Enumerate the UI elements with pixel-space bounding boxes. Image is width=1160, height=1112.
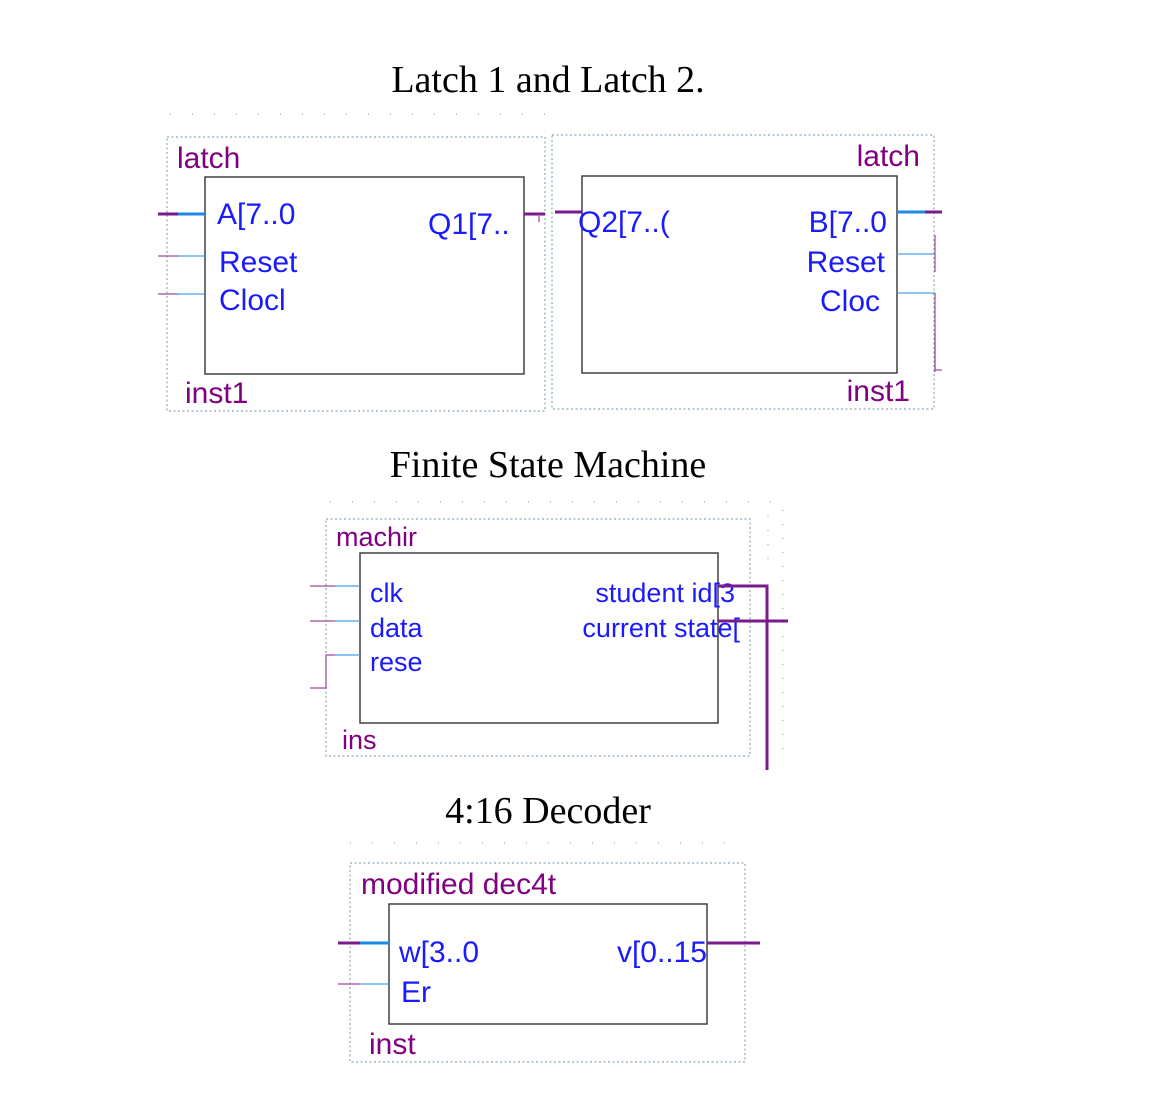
fsm-student-id-bus xyxy=(718,584,769,770)
latch1-frame xyxy=(166,136,546,412)
caption-fsm: Finite State Machine xyxy=(390,444,707,486)
latch2-port-reset: Reset xyxy=(807,246,886,279)
latch1-port-reset: Reset xyxy=(219,246,298,279)
latch2-type-label: latch xyxy=(857,140,920,173)
latch2-port-clock: Cloc xyxy=(820,285,880,318)
latch1-port-clock: Clocl xyxy=(219,284,286,317)
latch2-body xyxy=(581,175,898,374)
fsm-symbol[interactable]: machir clk data rese student id[3 curren… xyxy=(310,518,788,770)
decoder-instance-label: inst xyxy=(369,1028,416,1061)
fsm-port-data: data xyxy=(370,613,424,643)
latch1-type-label: latch xyxy=(177,142,240,175)
latch2-port-b: B[7..0 xyxy=(809,206,887,239)
decoder-port-y: v[0..15 xyxy=(617,936,707,969)
fsm-port-reset: rese xyxy=(370,647,423,677)
fsm-body xyxy=(359,552,719,724)
latch2-clock-bracket xyxy=(934,333,942,371)
fsm-instance-label: ins xyxy=(342,725,377,755)
fsm-port-student-id: student id[3 xyxy=(595,578,735,608)
fsm-reset-wire-ext xyxy=(310,654,335,689)
latch2-frame xyxy=(551,134,935,410)
fsm-port-current-state: current state[ xyxy=(582,613,740,643)
decoder-symbol[interactable]: modified dec4t w[3..0 Er v[0..15 inst xyxy=(338,862,760,1063)
latch1-port-q1: Q1[7.. xyxy=(428,208,510,241)
latch1-symbol[interactable]: latch A[7..0 Reset Clocl Q1[7.. inst1 xyxy=(158,136,546,412)
latch1-body xyxy=(204,176,525,375)
caption-decoder: 4:16 Decoder xyxy=(445,790,651,832)
latch1-instance-label: inst1 xyxy=(185,377,248,410)
latch2-instance-label: inst1 xyxy=(847,375,910,408)
fsm-frame xyxy=(325,518,751,757)
fsm-port-clk: clk xyxy=(370,578,403,608)
decoder-body xyxy=(388,903,708,1025)
decoder-port-w: w[3..0 xyxy=(398,936,479,969)
latch2-symbol[interactable]: latch Q2[7..( B[7..0 Reset Cloc inst1 xyxy=(551,134,942,410)
latch1-port-a: A[7..0 xyxy=(217,198,295,231)
caption-latches: Latch 1 and Latch 2. xyxy=(391,59,704,101)
decoder-type-label: modified dec4t xyxy=(361,868,557,901)
fsm-type-label: machir xyxy=(336,522,417,552)
latch2-port-q2: Q2[7..( xyxy=(578,206,670,239)
decoder-port-enable: Er xyxy=(401,976,431,1009)
